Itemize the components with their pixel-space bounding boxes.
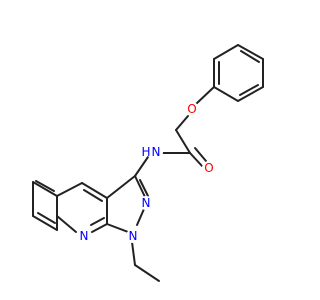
bond-ch2-carbonyl bbox=[175, 129, 191, 154]
pyrazole-n1-label: N bbox=[129, 229, 138, 243]
pyrazole-n2-bg bbox=[139, 196, 153, 210]
bond-pyridine-1 bbox=[91, 223, 108, 233]
bond-phenyl-inner-1 bbox=[240, 50, 260, 63]
bonds bbox=[32, 44, 264, 282]
bond-benzo-1 bbox=[32, 181, 58, 197]
bond-oxygen-ch2 bbox=[175, 115, 189, 131]
bond-pyridine-2 bbox=[56, 215, 77, 233]
bond-pyrazole-1 bbox=[134, 175, 146, 198]
bond-pyrazole-1-double bbox=[139, 179, 149, 197]
bond-pyrazole-5 bbox=[106, 175, 136, 199]
bond-benzo-3 bbox=[32, 215, 58, 231]
bond-pyridine-4 bbox=[56, 182, 83, 197]
bond-nitrogen-pyrazole bbox=[134, 156, 149, 177]
ether-oxygen-label: O bbox=[187, 102, 196, 116]
pyridine-nitrogen-bg bbox=[77, 229, 91, 243]
molecule-structure: O O N H N N N bbox=[32, 44, 264, 282]
bond-phenyl-oxygen bbox=[195, 86, 215, 105]
amide-nitrogen-bg bbox=[147, 144, 163, 160]
bond-phenyl-3 bbox=[237, 86, 264, 102]
carbonyl-oxygen-bg bbox=[202, 161, 216, 175]
carbonyl-oxygen-label: O bbox=[204, 161, 213, 175]
bond-pyrazole-2 bbox=[136, 208, 145, 226]
bond-pyridine-1-double bbox=[90, 217, 105, 226]
pyridine-nitrogen-label: N bbox=[80, 229, 89, 243]
bond-phenyl-1 bbox=[237, 44, 264, 60]
amide-nitrogen-label: N bbox=[152, 145, 161, 159]
bond-pyridine-5 bbox=[81, 182, 108, 199]
amide-hydrogen-label: H bbox=[141, 145, 150, 159]
pyrazole-n1-bg bbox=[126, 229, 140, 243]
bond-benzo-1-double bbox=[35, 180, 55, 192]
bond-nitrogen-ethyl bbox=[131, 241, 136, 266]
molecule-canvas: O O N H N N N bbox=[32, 44, 264, 282]
bond-carbonyl-oxygen-b bbox=[194, 147, 207, 162]
atom-labels: O O N H N N N bbox=[77, 102, 216, 243]
bond-phenyl-4 bbox=[213, 86, 239, 102]
bond-phenyl-6 bbox=[213, 44, 239, 60]
bond-phenyl-inner-2 bbox=[239, 84, 259, 96]
bond-carbonyl-oxygen-a bbox=[189, 152, 203, 167]
bond-benzo-3-double bbox=[37, 212, 56, 224]
pyrazole-n2-label: N bbox=[142, 196, 151, 210]
bond-ethyl bbox=[134, 264, 160, 282]
bond-pyridine-5-double bbox=[83, 189, 103, 202]
bond-pyrazole-3 bbox=[106, 223, 129, 233]
ether-oxygen-bg bbox=[185, 102, 199, 116]
